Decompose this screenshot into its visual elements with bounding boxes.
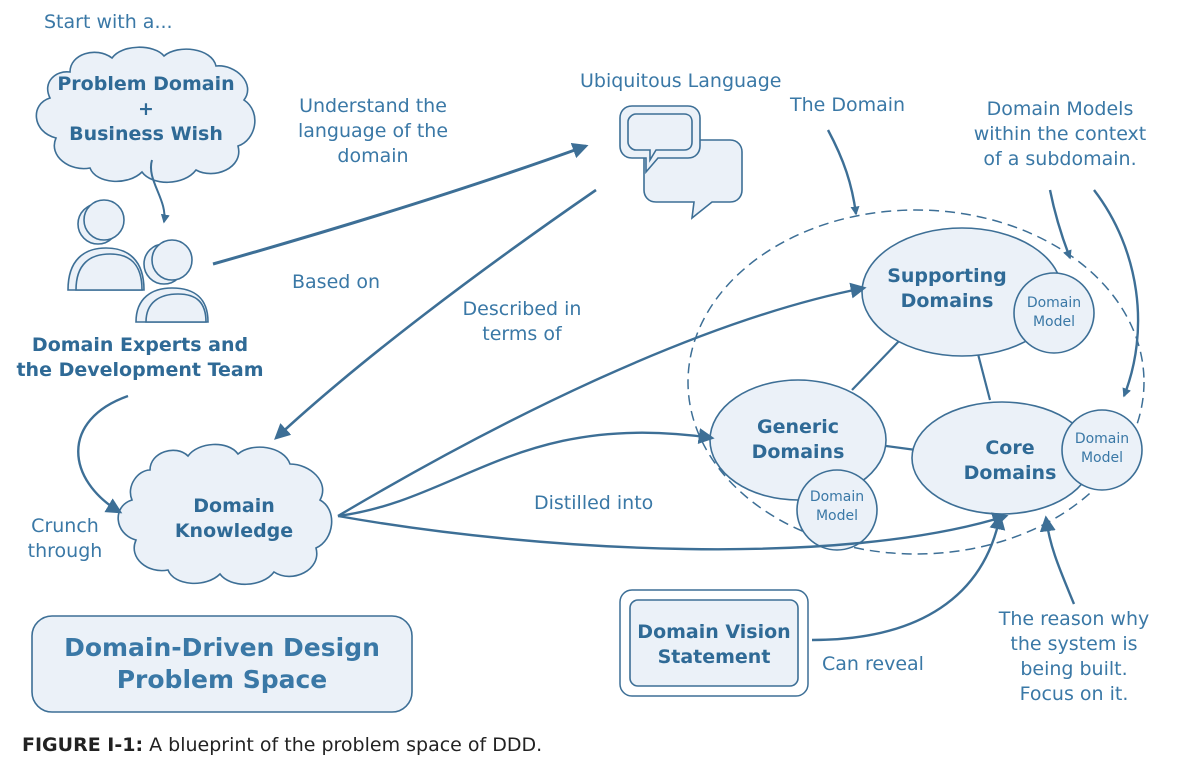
problem-domain-line: Problem Domain (57, 73, 235, 95)
supporting-domain-model-text: Domain Model (1014, 294, 1094, 332)
understand-line-2: language of the (297, 120, 449, 142)
title-box (31, 615, 413, 713)
described-line-2: terms of (482, 323, 562, 345)
domain-models-note-line-2: within the context (973, 123, 1147, 145)
can-reveal-arrow (811, 513, 1006, 642)
generic-model-line-1: Domain (809, 489, 865, 505)
the-domain-label: The Domain (790, 94, 906, 116)
ubiquitous-language-label: Ubiquitous Language (580, 70, 782, 92)
understand-text: Understand the language of the domain (290, 94, 456, 169)
reason-line-2: the system is (1010, 633, 1138, 655)
knowledge-line-1: Domain (193, 495, 275, 517)
supporting-model-line-2: Model (1032, 314, 1076, 330)
described-arrow (274, 188, 597, 440)
domain-knowledge-text: Domain Knowledge (164, 494, 304, 544)
reason-line-4: Focus on it. (1019, 683, 1129, 705)
vision-line-2: Statement (657, 646, 771, 668)
generic-model-line-2: Model (815, 508, 859, 524)
models-arrow-core (1093, 189, 1140, 398)
domain-models-note-line-3: of a subdomain. (983, 148, 1137, 170)
generic-line-2: Domains (751, 441, 845, 463)
understand-line-1: Understand the (299, 95, 447, 117)
link-supporting-core (976, 353, 992, 401)
core-domain-model-text: Domain Model (1062, 430, 1142, 468)
experts-line-2: the Development Team (16, 359, 264, 381)
distilled-arrow-generic (337, 428, 715, 518)
core-model-line-2: Model (1080, 450, 1124, 466)
title-line-2: Problem Space (116, 665, 328, 694)
speech-bubble-icon (619, 105, 743, 220)
problem-domain-cloud (35, 46, 256, 183)
supporting-model-line-1: Domain (1026, 295, 1082, 311)
based-on-label: Based on (292, 271, 381, 293)
core-line-1: Core (985, 437, 1035, 459)
generic-domain-model-text: Domain Model (797, 488, 877, 526)
figure-caption: FIGURE I-1: A blueprint of the problem s… (22, 734, 542, 756)
business-wish-line: Business Wish (69, 123, 223, 145)
start-label: Start with a... (44, 11, 173, 33)
described-text: Described in terms of (452, 297, 592, 347)
vision-text: Domain Vision Statement (630, 620, 798, 670)
knowledge-line-2: Knowledge (174, 520, 294, 542)
crunch-line-1: Crunch (31, 515, 99, 537)
domain-boundary (687, 209, 1145, 555)
vision-line-1: Domain Vision (637, 621, 791, 643)
supporting-line-1: Supporting (887, 265, 1007, 287)
vision-inner-box (629, 599, 799, 687)
crunch-arrow (77, 394, 129, 514)
reason-arrow (1039, 515, 1076, 605)
domain-knowledge-cloud (117, 443, 333, 585)
core-domain-model-circle (1061, 409, 1143, 491)
supporting-domains-text: Supporting Domains (882, 264, 1012, 314)
described-line-1: Described in (462, 298, 582, 320)
experts-line-1: Domain Experts and (31, 334, 249, 356)
core-domains-text: Core Domains (946, 436, 1074, 486)
crunch-line-2: through (27, 540, 103, 562)
experts-text: Domain Experts and the Development Team (14, 333, 266, 383)
reason-text: The reason why the system is being built… (990, 607, 1158, 707)
understand-arrow (212, 143, 589, 266)
models-arrow-supporting (1048, 189, 1072, 260)
link-supporting-generic (851, 339, 901, 391)
core-line-2: Domains (963, 462, 1057, 484)
distilled-arrow-supporting (337, 282, 867, 518)
title-box-text: Domain-Driven Design Problem Space (32, 632, 412, 696)
generic-domains-text: Generic Domains (728, 415, 868, 465)
domain-models-note: Domain Models within the context of a su… (970, 97, 1150, 172)
core-model-line-1: Domain (1074, 431, 1130, 447)
reason-line-1: The reason why (998, 608, 1150, 630)
supporting-domain-model-circle (1013, 272, 1095, 354)
generic-line-1: Generic (756, 416, 840, 438)
supporting-line-2: Domains (900, 290, 994, 312)
distilled-label: Distilled into (534, 492, 654, 514)
title-line-1: Domain-Driven Design (64, 633, 380, 662)
generic-domain-model-circle (796, 469, 878, 551)
can-reveal-label: Can reveal (822, 653, 924, 675)
the-domain-arrow (826, 129, 860, 216)
problem-domain-plus: + (138, 98, 154, 120)
caption-label: FIGURE I-1: (22, 734, 144, 756)
people-icon (67, 199, 209, 323)
understand-line-3: domain (337, 145, 409, 167)
distilled-arrow-core (337, 512, 1009, 551)
caption-text: A blueprint of the problem space of DDD. (143, 734, 543, 756)
problem-domain-text: Problem Domain + Business Wish (42, 72, 250, 147)
cloud-to-experts-line (149, 159, 170, 224)
crunch-text: Crunch through (20, 514, 110, 564)
link-generic-core (885, 444, 917, 452)
domain-models-note-line-1: Domain Models (986, 98, 1134, 120)
reason-line-3: being built. (1020, 658, 1128, 680)
